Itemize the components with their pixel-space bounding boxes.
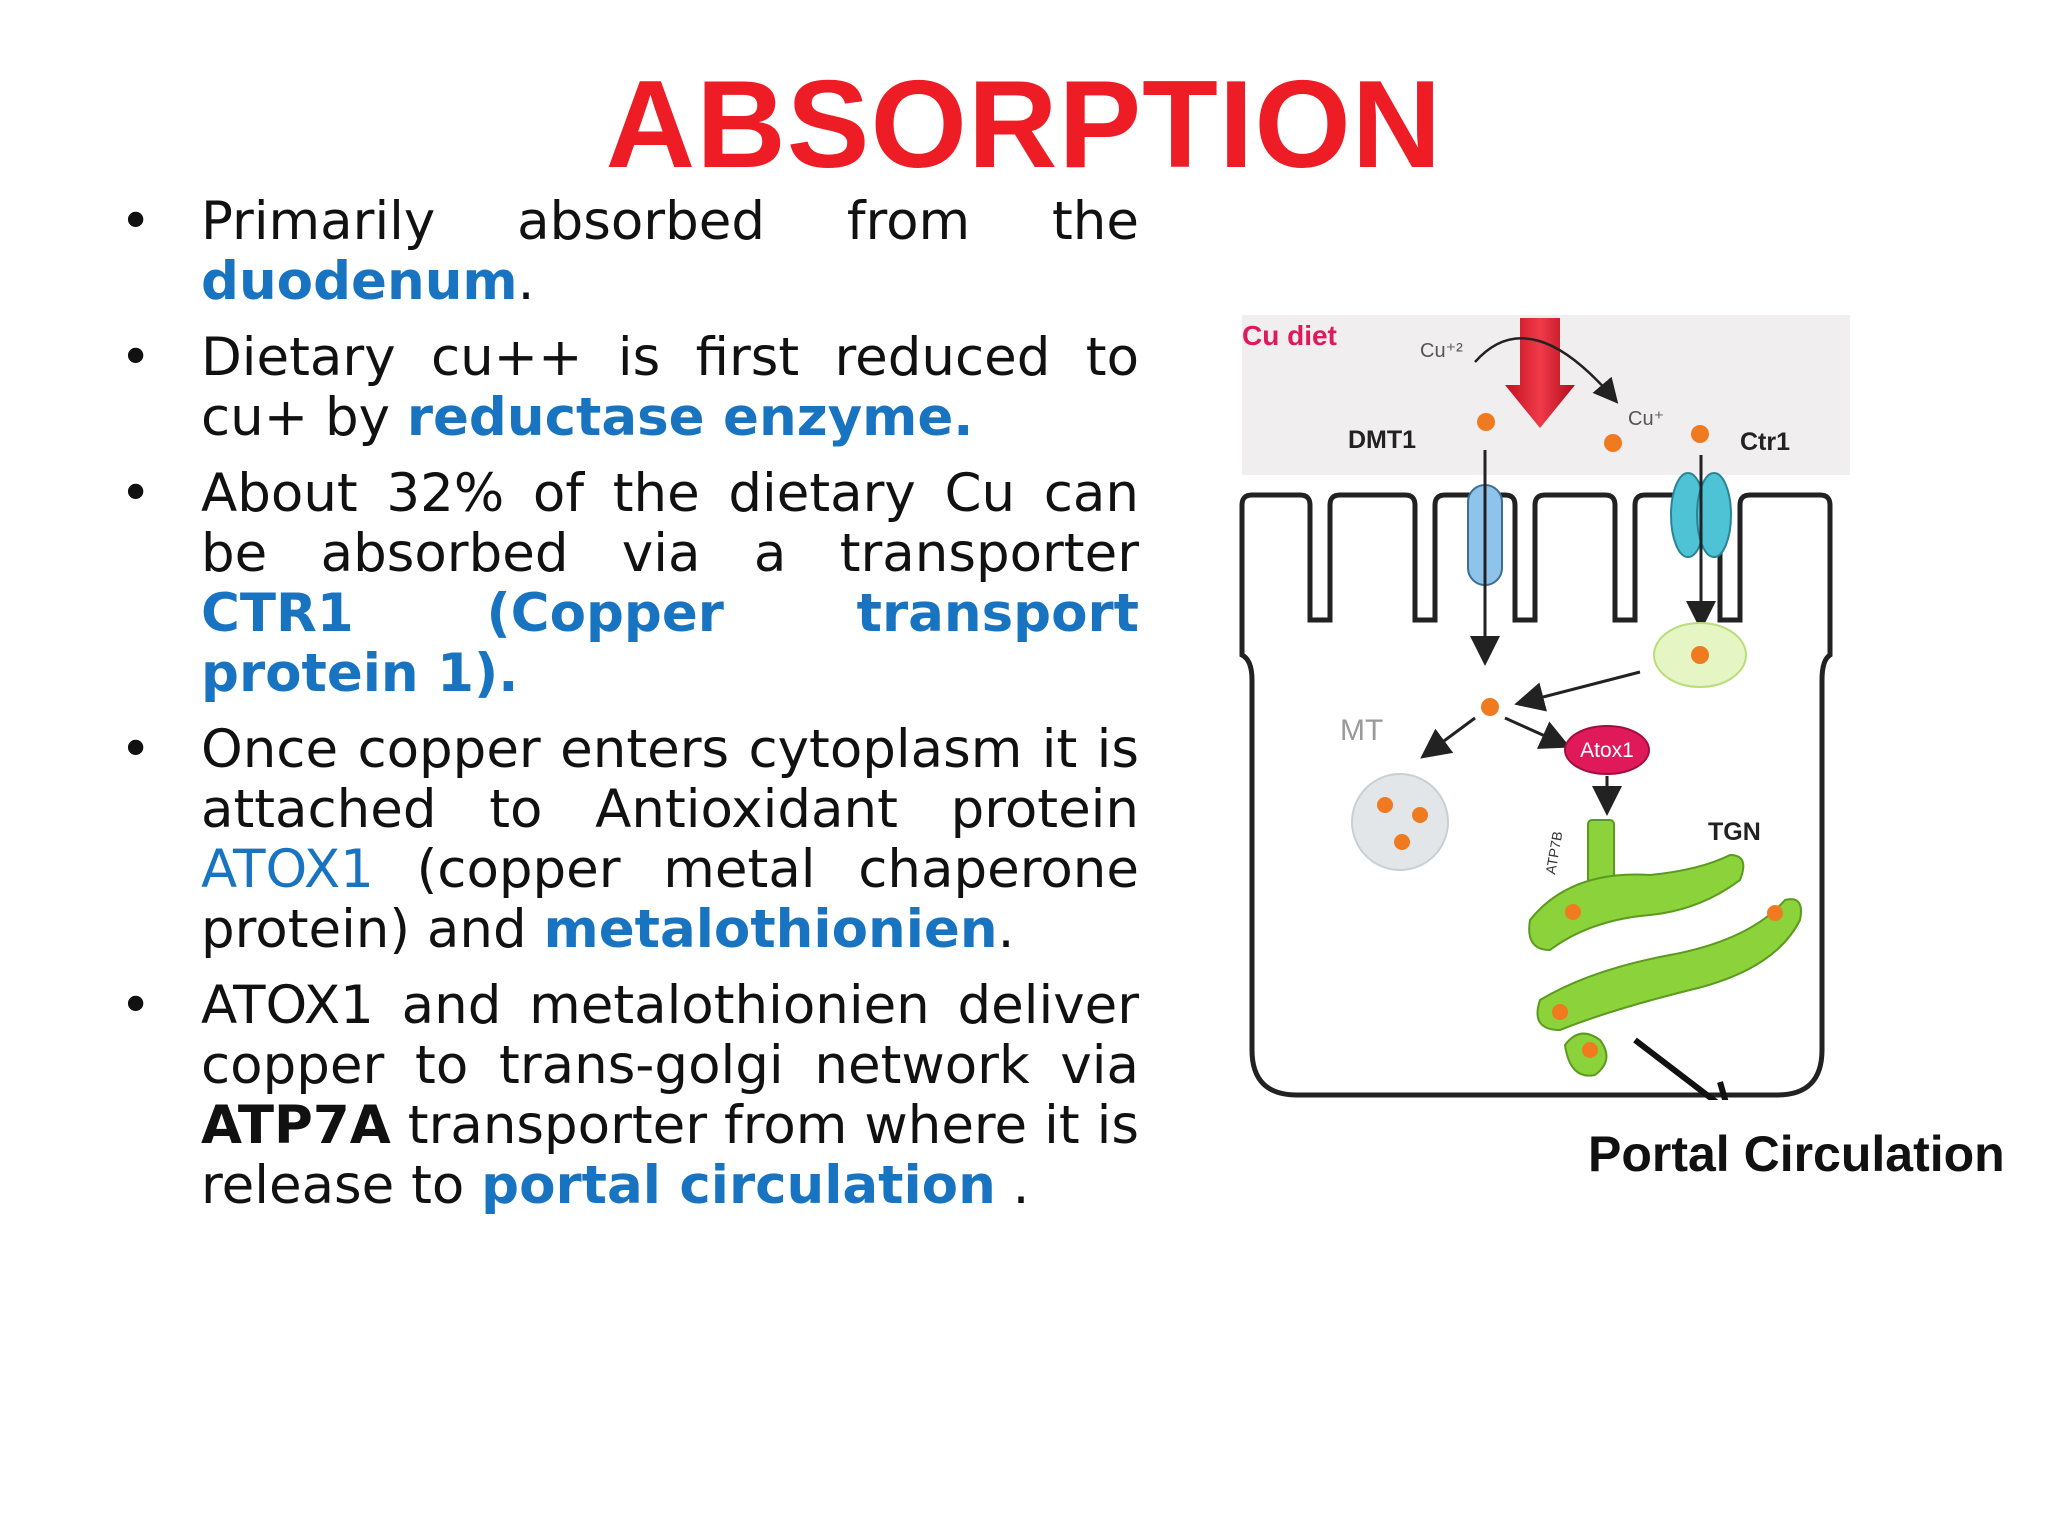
- copper-ion: [1582, 1042, 1598, 1058]
- to-mt-arrow: [1420, 716, 1476, 759]
- tgn-label: TGN: [1708, 818, 1761, 846]
- portal-exit-arrow: [1633, 1037, 1719, 1100]
- term-reductase: reductase enzyme.: [406, 387, 974, 448]
- bullet-item-4: • Once copper enters cytoplasm it is att…: [120, 719, 1139, 960]
- copper-ion: [1604, 434, 1622, 452]
- bullet-dot: •: [120, 191, 152, 252]
- term-atp7a: ATP7A: [201, 1095, 391, 1156]
- cell-membrane: [1239, 492, 1833, 1098]
- ctr1-transporter-half: [1696, 472, 1732, 558]
- copper-ion: [1565, 904, 1581, 920]
- copper-ion: [1767, 905, 1783, 921]
- bullet-dot: •: [120, 463, 152, 524]
- bullet-item-5: • ATOX1 and metalothionien deliver coppe…: [120, 975, 1139, 1216]
- bullet-list: • Primarily absorbed from the duodenum. …: [120, 192, 1140, 1232]
- copper-ion: [1552, 1004, 1568, 1020]
- bullet-item-1: • Primarily absorbed from the duodenum.: [120, 191, 1139, 312]
- metallothionein-bubble: [1351, 773, 1449, 871]
- cu2-label: Cu⁺²: [1420, 340, 1463, 362]
- copper-ion: [1477, 413, 1495, 431]
- term-duodenum: duodenum: [201, 251, 518, 312]
- copper-ion: [1412, 807, 1428, 823]
- portal-exit-arrowhead: [1717, 1081, 1729, 1100]
- copper-ion: [1377, 797, 1393, 813]
- atox1-label: Atox1: [1580, 739, 1634, 762]
- term-ctr1: CTR1 (Copper transport protein 1).: [201, 583, 1139, 704]
- vesicle-to-cytoplasm-arrow: [1514, 670, 1641, 712]
- to-atox1-arrow: [1504, 716, 1571, 749]
- copper-ion: [1691, 425, 1709, 443]
- copper-absorption-diagram: Cu diet Cu⁺² Cu⁺ DMT1 Ctr1 MT: [1239, 315, 1850, 1100]
- reduction-arrow: [1474, 337, 1619, 404]
- dietary-entry-arrow: [1505, 318, 1575, 428]
- term-portal-circulation: portal circulation: [481, 1155, 996, 1216]
- bullet-dot: •: [120, 327, 152, 388]
- bullet-dot: •: [120, 975, 152, 1036]
- slide-title: ABSORPTION: [605, 56, 1443, 194]
- cu-diet-label: Cu diet: [1242, 320, 1337, 351]
- copper-ion: [1691, 646, 1709, 664]
- bullet-item-2: • Dietary cu++ is first reduced to cu+ b…: [120, 327, 1139, 448]
- copper-ion: [1481, 698, 1499, 716]
- bullet-item-3: • About 32% of the dietary Cu can be abs…: [120, 463, 1139, 704]
- atox1-protein: [1564, 725, 1650, 775]
- cu1-label: Cu⁺: [1628, 408, 1664, 430]
- portal-circulation-label: Portal Circulation: [1588, 1126, 2005, 1182]
- golgi-cisterna: [1528, 853, 1745, 952]
- dmt1-label: DMT1: [1348, 426, 1416, 454]
- bullet-dot: •: [120, 719, 152, 780]
- golgi-cisterna: [1536, 898, 1802, 1032]
- term-metalothionien: metalothionien: [543, 899, 998, 960]
- atp7b-label: ATP7B: [1542, 830, 1565, 875]
- copper-ion: [1394, 834, 1410, 850]
- term-atox1: ATOX1: [201, 839, 374, 900]
- mt-label: MT: [1340, 714, 1383, 747]
- ctr1-label: Ctr1: [1740, 428, 1790, 456]
